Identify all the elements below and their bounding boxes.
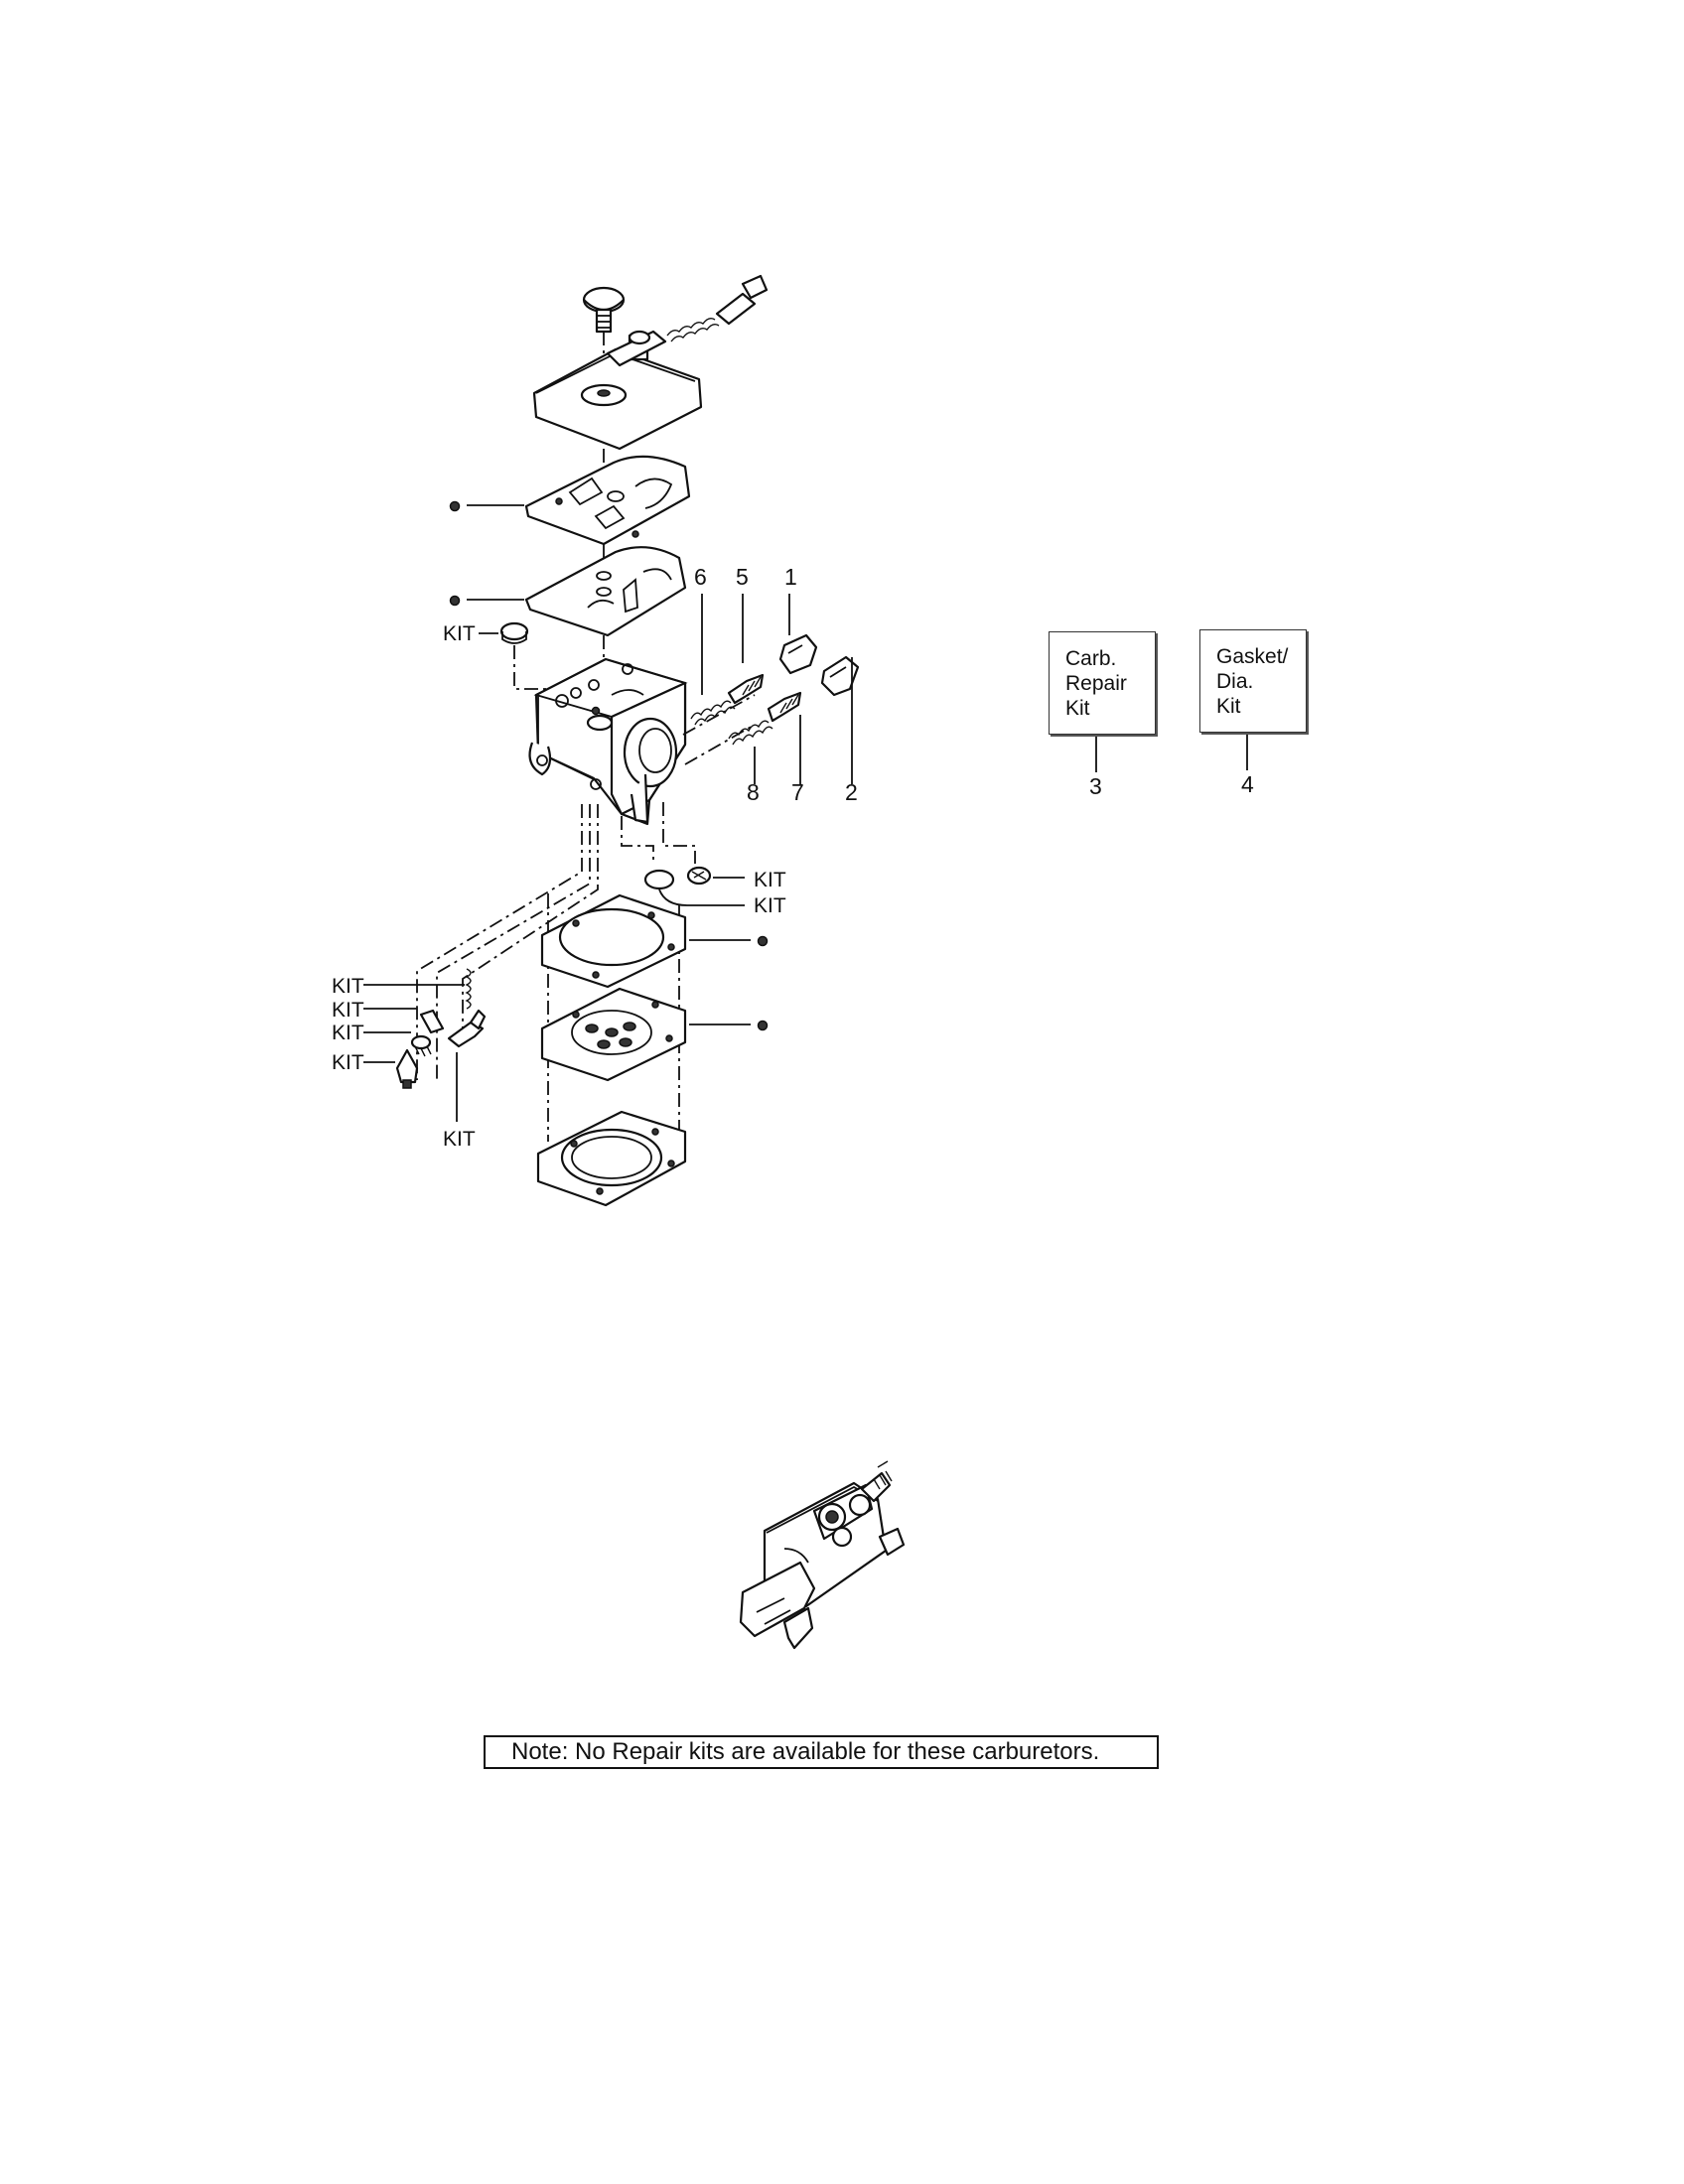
mixture-spring-6 [690,700,736,726]
kit-label-spring: KIT [332,975,364,998]
assembled-carburetor [739,1460,906,1650]
inlet-needle [395,1048,419,1089]
callout-6: 6 [694,564,707,590]
mixture-needle-7 [767,691,802,723]
welch-plug [643,869,675,890]
adjust-needle-spring [666,274,769,342]
gasket-dia-kit-line2: Dia. [1216,670,1254,693]
callout-5: 5 [736,564,749,590]
carb-repair-kit-line2: Repair [1065,672,1127,695]
callout-3: 3 [1089,773,1102,799]
repair-kit-note: Note: No Repair kits are available for t… [484,1735,1159,1769]
carb-repair-kit-line1: Carb. [1065,647,1117,670]
kit-label-lever: KIT [443,1128,476,1151]
metering-gasket [540,893,687,989]
bullet-gasket-3 [757,935,769,947]
callout-2: 2 [845,779,858,805]
pump-gasket [524,546,687,637]
carburetor-body [528,657,688,826]
kit-label-check-valve: KIT [754,869,786,891]
cover-screw [582,286,626,334]
carb-repair-kit-line3: Kit [1065,697,1090,720]
limiter-cap-2 [820,655,860,697]
metering-cover [532,330,703,451]
mixture-needle-5 [727,673,765,705]
bullet-gasket-1 [449,500,461,512]
kit-label-pin: KIT [332,999,364,1022]
callout-4: 4 [1241,771,1254,797]
metering-bottom-cover [536,1110,687,1207]
callout-1: 1 [784,564,797,590]
gasket-dia-kit-line3: Kit [1216,695,1241,718]
metering-diaphragm [540,987,687,1082]
lever-pin [419,1009,445,1034]
gasket-dia-kit-line1: Gasket/ [1216,645,1289,668]
carb-repair-kit-box: Carb. Repair Kit [1049,631,1156,735]
kit-label-needle: KIT [332,1051,364,1074]
metering-spring [465,968,472,1010]
pump-diaphragm [524,455,691,546]
bullet-gasket-2 [449,595,461,607]
kit-label-screw: KIT [332,1022,364,1044]
check-valve [686,866,712,886]
gasket-dia-kit-box: Gasket/ Dia. Kit [1199,629,1307,733]
kit-label-welch-plug: KIT [754,894,786,917]
metering-lever [447,1009,487,1048]
callout-7: 7 [791,779,804,805]
limiter-cap-1 [778,633,818,675]
kit-label-inlet-screen: KIT [443,622,476,645]
mixture-spring-8 [728,720,773,746]
inlet-screen [499,621,529,644]
bullet-gasket-4 [757,1020,769,1031]
callout-8: 8 [747,779,760,805]
retainer-screw [410,1034,432,1057]
